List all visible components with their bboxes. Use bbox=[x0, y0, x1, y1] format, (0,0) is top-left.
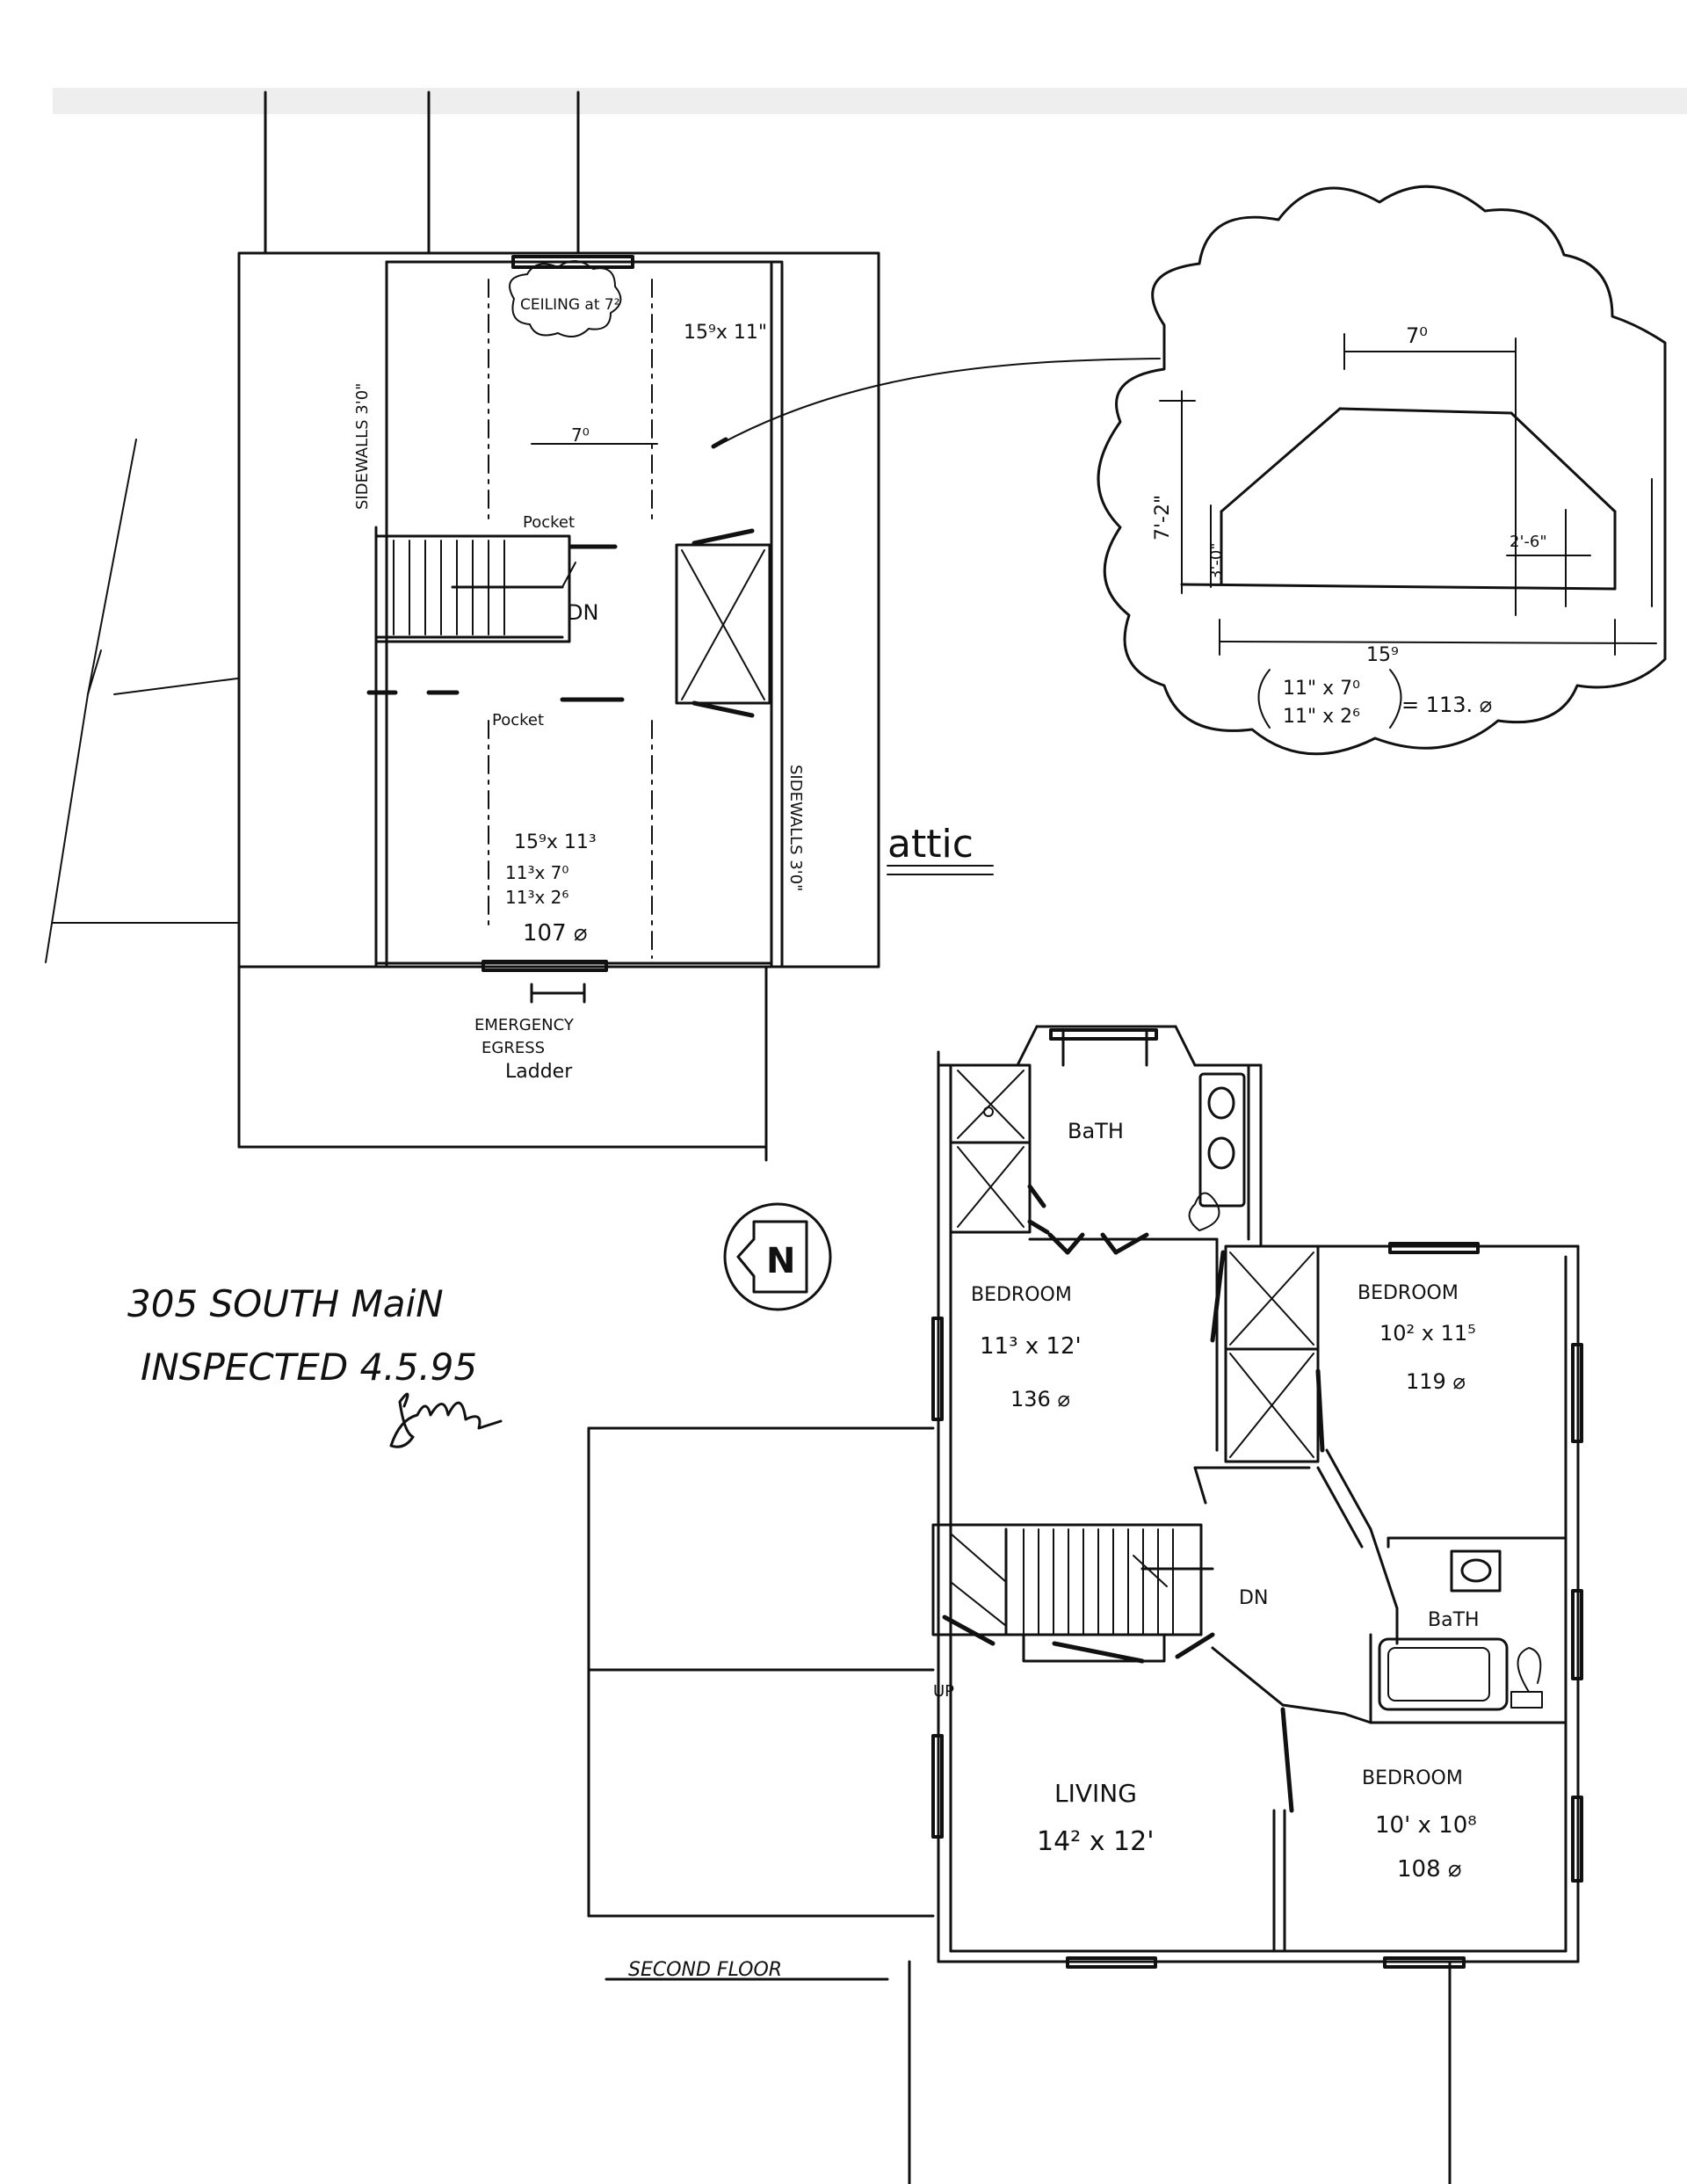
attic-bottom-room-dims: 15⁹x 11³ bbox=[514, 831, 597, 853]
bedroom-left-label: BEDROOM bbox=[971, 1284, 1072, 1306]
attic-plan bbox=[237, 91, 1161, 1162]
ceiling-note: CEILING at 7² bbox=[520, 296, 620, 314]
attic-pocket-bottom: Pocket bbox=[492, 711, 544, 729]
section-profile bbox=[1159, 333, 1657, 729]
bath-top-label: BaTH bbox=[1068, 1119, 1124, 1143]
address-note: 305 SOUTH MaiN bbox=[127, 1282, 444, 1325]
section-cloud bbox=[1097, 185, 1667, 756]
attic-egress-1: EMERGENCY bbox=[474, 1016, 575, 1034]
stair-up-label: UP bbox=[933, 1682, 954, 1701]
attic-title: attic bbox=[887, 822, 974, 867]
section-base-width: 15⁹ bbox=[1366, 644, 1399, 666]
ceiling-note-bubble bbox=[509, 260, 622, 337]
attic-bottom-area: 107 ⌀ bbox=[523, 920, 588, 947]
section-calc-1: 11" x 7⁰ bbox=[1283, 678, 1360, 700]
attic-egress-2: EGRESS bbox=[481, 1039, 545, 1057]
bedroom-bottom-area: 108 ⌀ bbox=[1397, 1856, 1462, 1883]
section-calc-2: 11" x 2⁶ bbox=[1283, 706, 1360, 728]
bedroom-left-area: 136 ⌀ bbox=[1010, 1387, 1070, 1411]
section-result: = 113. ⌀ bbox=[1401, 693, 1492, 717]
bedroom-right-area: 119 ⌀ bbox=[1406, 1369, 1466, 1394]
signature bbox=[389, 1392, 503, 1448]
section-top-width: 7⁰ bbox=[1406, 323, 1428, 348]
attic-stair-label: DN bbox=[567, 600, 598, 625]
section-height-total: 7'-2" bbox=[1152, 495, 1174, 541]
bedroom-right-dims: 10² x 11⁵ bbox=[1379, 1321, 1476, 1346]
attic-bottom-calc-2: 11³x 2⁶ bbox=[505, 887, 568, 908]
bath-right-label: BaTH bbox=[1428, 1609, 1480, 1631]
section-slope-width: 2'-6" bbox=[1510, 533, 1547, 551]
second-floor-title: SECOND FLOOR bbox=[628, 1959, 782, 1981]
living-dims: 14² x 12' bbox=[1037, 1826, 1154, 1857]
stair-dn-label: DN bbox=[1239, 1587, 1268, 1609]
north-compass bbox=[723, 1202, 832, 1311]
living-label: LIVING bbox=[1054, 1779, 1137, 1808]
bedroom-right-label: BEDROOM bbox=[1358, 1282, 1459, 1304]
bedroom-bottom-dims: 10' x 10⁸ bbox=[1375, 1812, 1477, 1839]
attic-bottom-calc-1: 11³x 7⁰ bbox=[505, 862, 568, 883]
bedroom-left-dims: 11³ x 12' bbox=[980, 1333, 1082, 1360]
attic-sidewall-left: SIDEWALLS 3'0" bbox=[353, 383, 372, 510]
attic-sidewall-right: SIDEWALLS 3'0" bbox=[786, 765, 805, 891]
attic-pocket-top: Pocket bbox=[523, 513, 575, 532]
attic-egress-3: Ladder bbox=[505, 1061, 573, 1083]
second-floor-plan bbox=[587, 1025, 1583, 2184]
scan-smudge bbox=[53, 88, 1687, 114]
section-height-wall: 3'-0" bbox=[1207, 542, 1226, 580]
attic-width-note: 7⁰ bbox=[571, 424, 590, 446]
inspected-note: INSPECTED 4.5.95 bbox=[141, 1346, 477, 1389]
compass-letter: N bbox=[766, 1241, 795, 1281]
attic-top-room-dims: 15⁹x 11" bbox=[684, 322, 767, 344]
bedroom-bottom-label: BEDROOM bbox=[1362, 1767, 1463, 1789]
left-roof-lines bbox=[45, 439, 238, 963]
